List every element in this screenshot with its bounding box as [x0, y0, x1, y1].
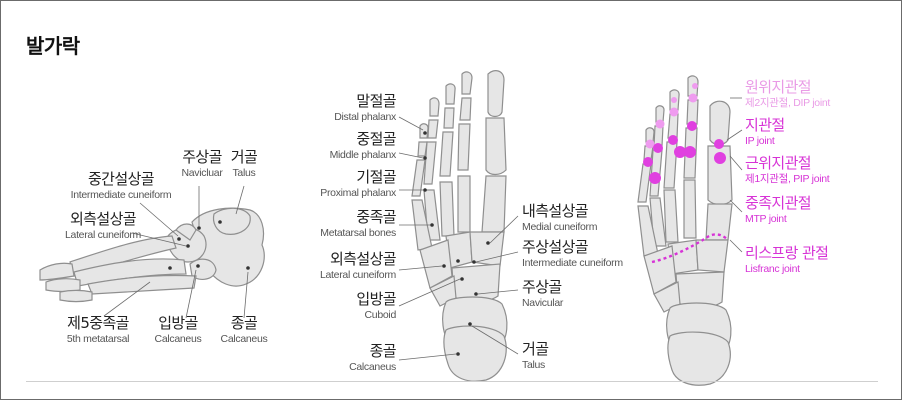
label-top-metatarsal-bones: 중족골Metatarsal bones	[290, 210, 396, 239]
label-joint-mtp: 중족지관절MTP joint	[745, 196, 865, 225]
label-top-middle-phalanx: 중절골Middle phalanx	[290, 132, 396, 161]
label-side-5th-metatarsal: 제5중족골5th metatarsal	[58, 316, 138, 345]
side-view-foot	[40, 186, 264, 318]
label-side-intermediate-cuneiform: 중간설상골Intermediate cuneiform	[56, 172, 186, 201]
label-top-navicular: 주상골Navicular	[522, 280, 642, 309]
bottom-divider	[26, 381, 878, 382]
label-joint-dip: 원위지관절제2지관절, DIP joint	[745, 80, 885, 109]
label-joint-ip: 지관절IP joint	[745, 118, 865, 147]
label-top-proximal-phalanx: 기절골Proximal phalanx	[290, 170, 396, 199]
label-top-talus: 거골Talus	[522, 342, 602, 371]
label-top-intermediate-cuneiform: 주상설상골Intermediate cuneiform	[522, 240, 672, 269]
label-top-distal-phalanx: 말절골Distal phalanx	[290, 94, 396, 123]
label-top-medial-cuneiform: 내측설상골Medial cuneiform	[522, 204, 662, 233]
label-joint-lisfranc: 리스프랑 관절Lisfranc joint	[745, 246, 875, 275]
label-top-cuboid: 입방골Cuboid	[290, 292, 396, 321]
label-side-lateral-cuneiform: 외측설상골Lateral cuneiform	[48, 212, 158, 241]
label-side-talus: 거골Talus	[224, 150, 264, 179]
label-top-calcaneus: 종골Calcaneus	[290, 344, 396, 373]
label-side-calcaneus: 종골Calcaneus	[216, 316, 272, 345]
label-joint-pip: 근위지관절제1지관절, PIP joint	[745, 156, 885, 185]
label-side-cuboid: 입방골Calcaneus	[148, 316, 208, 345]
top-view-foot	[399, 71, 518, 382]
label-top-lateral-cuneiform: 외측설상골Lateral cuneiform	[290, 252, 396, 281]
